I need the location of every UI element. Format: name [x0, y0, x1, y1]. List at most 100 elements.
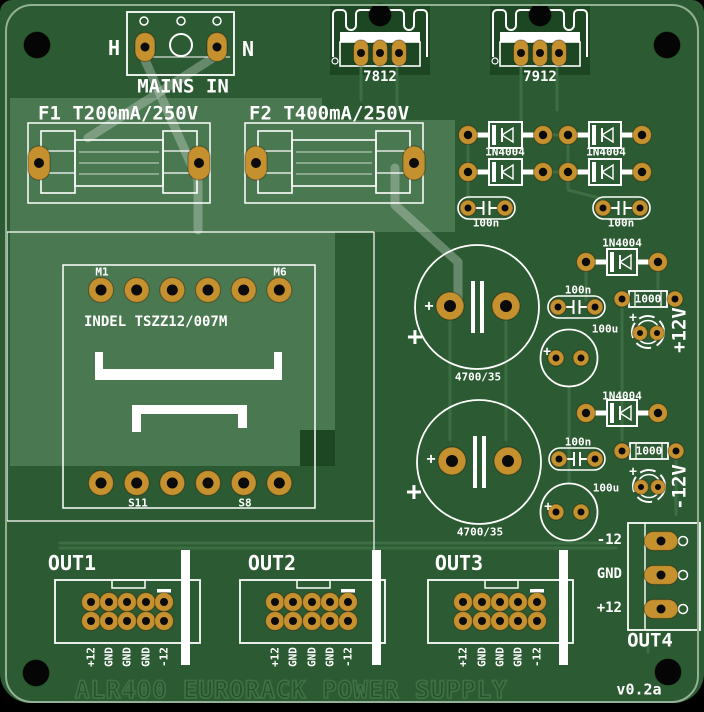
pad-hole: [500, 300, 512, 312]
pad-hole: [555, 455, 563, 463]
regulator-7912-label: 7912: [523, 69, 557, 85]
pin-label: GND: [139, 647, 153, 667]
diode-label: 1N4004: [485, 145, 525, 159]
out1-header-notch: [111, 579, 146, 589]
out2-label: OUT2: [247, 551, 297, 575]
pad-hole: [344, 617, 352, 625]
cap-100n-outline: [592, 196, 651, 220]
regulator-7812-pin1-mark: [331, 57, 339, 65]
regulator-7912-tab-bar: [500, 32, 580, 42]
pin-label: -12: [341, 647, 355, 667]
cap-4700uf-plate: [473, 436, 477, 488]
pad-hole: [166, 284, 178, 296]
pad-hole: [554, 303, 562, 311]
out4-terminal-outline: [627, 522, 701, 631]
pin-label: GND: [323, 647, 337, 667]
transformer-core-mark: [95, 352, 282, 380]
pad-hole: [654, 330, 660, 336]
pad-hole: [496, 617, 504, 625]
pad-hole: [395, 49, 403, 57]
diode-1n4004-body: [488, 158, 523, 186]
out4-pin-pos: +12: [596, 600, 622, 616]
pad-hole: [289, 617, 297, 625]
diode-1n4004-body: [588, 158, 622, 186]
pad-hole: [344, 598, 352, 606]
transformer-pin-m1: M1: [95, 265, 109, 279]
out4-pin-gnd: GND: [596, 566, 622, 582]
diode-1n4004-body: [606, 399, 638, 427]
polarity-plus: +: [544, 499, 552, 515]
transformer-pin-s11: S11: [128, 496, 148, 510]
diode-label: 1N4004: [602, 236, 642, 250]
mains-hot-label: H: [107, 36, 121, 60]
out2-header-notch: [296, 579, 331, 589]
pad-hole: [653, 257, 663, 267]
board-version: v0.2a: [616, 680, 662, 699]
copper-trace: [566, 178, 605, 201]
mounting-hole: [654, 658, 682, 686]
pad-hole: [238, 284, 250, 296]
pad-hole: [552, 354, 560, 362]
pad-hole: [123, 617, 131, 625]
pin-label: GND: [286, 647, 300, 667]
diode-label: 1N4004: [602, 389, 642, 403]
cap-100n-label: 100n: [472, 216, 500, 230]
fuse-f1-body: [74, 139, 164, 187]
out4-screw-mark: [677, 535, 689, 547]
out3-label: OUT3: [434, 551, 484, 575]
silkscreen-divider-bar: [559, 550, 568, 665]
pad-hole: [656, 570, 666, 580]
transformer-pin-m6: M6: [273, 265, 287, 279]
pad-hole: [326, 617, 334, 625]
diode-label: 1N4004: [586, 145, 626, 159]
pad-hole: [105, 598, 113, 606]
diode-1n4004-body: [588, 121, 622, 149]
pad-hole: [105, 617, 113, 625]
pin-label: GND: [102, 647, 116, 667]
pad-hole: [95, 477, 107, 489]
pin-label: +12: [268, 647, 282, 667]
cap-4700-label: 4700/35: [456, 525, 504, 539]
pad-hole: [636, 204, 644, 212]
board-title: ALR400 EURORACK POWER SUPPLY: [74, 676, 508, 704]
cap-100n-outline: [457, 196, 516, 220]
pad-hole: [376, 49, 384, 57]
transformer-outline: [62, 264, 316, 509]
cap-100n-outline: [547, 295, 606, 319]
pin-label: +12: [84, 647, 98, 667]
mains-connector-outline: [126, 11, 235, 76]
pad-hole: [533, 598, 541, 606]
copper-trace-wide: [390, 163, 463, 305]
pad-hole: [464, 204, 472, 212]
fuse-f1-label: F1 T200mA/250V: [38, 102, 199, 125]
polarity-plus: +: [407, 322, 423, 352]
out1-label: OUT1: [47, 551, 97, 575]
mains-label: MAINS IN: [137, 75, 229, 98]
mounting-hole: [22, 659, 50, 687]
pad-hole: [273, 477, 285, 489]
mains-connector-hole-mark: [176, 16, 186, 26]
pad-hole: [638, 484, 644, 490]
transformer-core-mark: [132, 405, 247, 432]
pad-hole: [87, 598, 95, 606]
diode-1n4004-symbol-triangle: [500, 126, 514, 144]
polarity-plus: +: [426, 449, 436, 468]
pad-hole: [577, 354, 585, 362]
out3-header-pin1-mark: [530, 589, 544, 593]
fuse-f2-body: [291, 139, 377, 187]
mounting-hole: [368, 3, 392, 27]
pad-hole: [463, 167, 473, 177]
diode-1n4004-body: [488, 121, 523, 149]
diode-1n4004-symbol-triangle: [600, 126, 614, 144]
resistor-label: 1000: [634, 292, 662, 306]
out3-header-notch: [484, 579, 519, 589]
pad-hole: [563, 130, 573, 140]
pad-hole: [533, 617, 541, 625]
pad-hole: [552, 508, 560, 516]
pad-hole: [536, 49, 544, 57]
pad-hole: [478, 598, 486, 606]
pad-hole: [160, 598, 168, 606]
pad-hole: [95, 284, 107, 296]
